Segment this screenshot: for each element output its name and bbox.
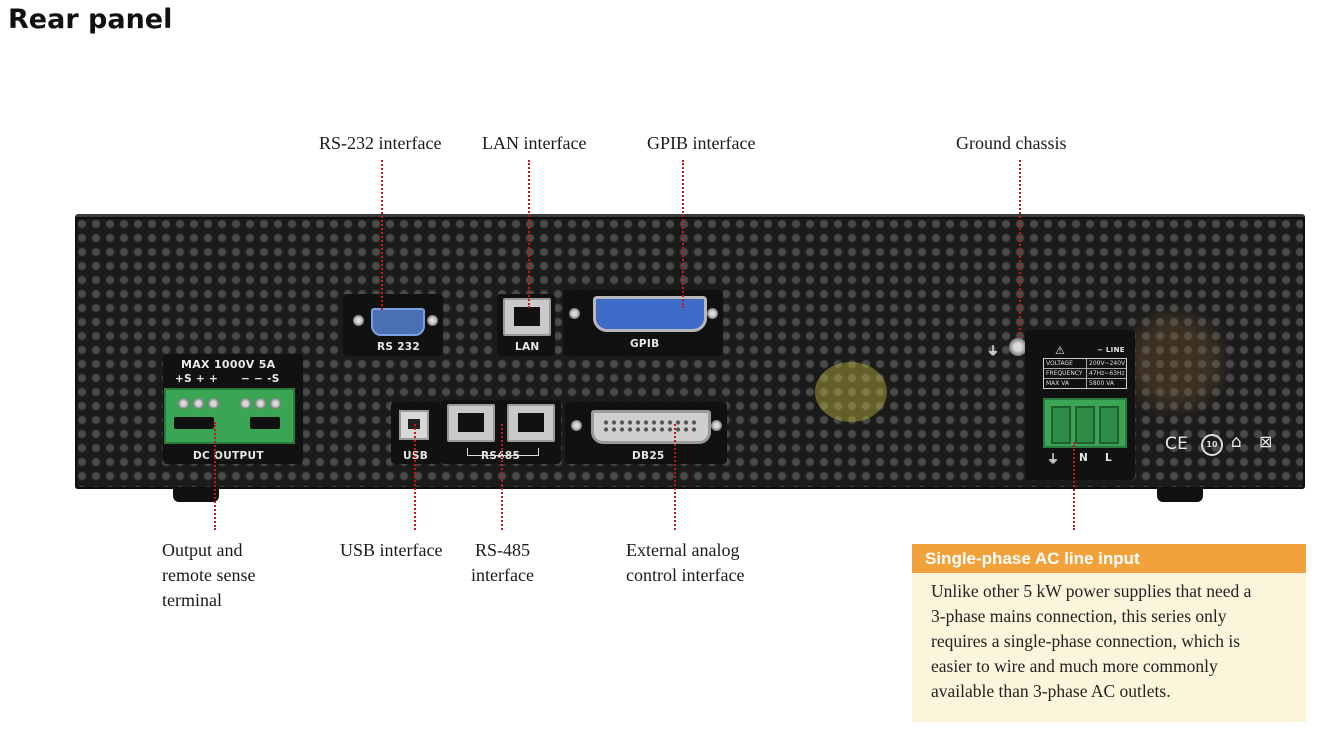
db25-screw-left (571, 420, 582, 431)
db25-port[interactable] (591, 410, 711, 444)
rating-key: FREQUENCY (1044, 369, 1087, 378)
lan-port[interactable] (503, 298, 551, 336)
sense-minus-label: − − -S (241, 373, 280, 385)
info-box-line: requires a single-phase connection, whic… (931, 631, 1241, 651)
page-title: Rear panel (8, 4, 173, 35)
gpib-label: GPIB (630, 338, 660, 350)
callout-rs485-line: interface (471, 565, 534, 585)
earth-symbol: ⏚ (1047, 452, 1060, 466)
rs485-label: RS485 (481, 450, 521, 462)
terminal-screw-5 (255, 398, 266, 409)
weee-bin-icon: ⊠ (1259, 432, 1273, 451)
gpib-screw-right (707, 308, 718, 319)
line-symbol-label: ~ LINE (1097, 346, 1125, 354)
callout-analog: External analog control interface (626, 538, 744, 588)
output-terminal-block[interactable] (164, 388, 295, 444)
leader-lan (528, 160, 530, 308)
callout-analog-line: External analog (626, 540, 740, 560)
rating-value: 47Hz~63Hz (1089, 370, 1125, 377)
internal-capacitor-yellow (815, 362, 887, 422)
terminal-screw-4 (240, 398, 251, 409)
leader-usb (414, 424, 416, 530)
eco-mark: 10 (1201, 434, 1223, 456)
callout-output-line: terminal (162, 590, 222, 610)
terminal-screw-2 (193, 398, 204, 409)
rating-row: FREQUENCY 47Hz~63Hz (1044, 369, 1126, 379)
leader-rs485 (501, 424, 503, 530)
callout-gpib: GPIB interface (647, 133, 756, 153)
rating-table: VOLTAGE 200V~240V FREQUENCY 47Hz~63Hz MA… (1043, 358, 1127, 389)
callout-usb: USB interface (340, 540, 443, 560)
terminal-screw-6 (270, 398, 281, 409)
ac-terminal-slot-2 (1075, 406, 1095, 444)
line-label: L (1105, 452, 1112, 464)
terminal-lever-right[interactable] (250, 417, 280, 429)
rs485-port-1[interactable] (447, 404, 495, 442)
db25-label: DB25 (632, 450, 665, 462)
ac-terminal-slot-3 (1099, 406, 1119, 444)
rating-row: MAX VA 5800 VA (1044, 379, 1126, 388)
leader-output (214, 422, 216, 530)
sense-plus-label: +S + + (175, 373, 219, 385)
info-box-line: available than 3-phase AC outlets. (931, 681, 1171, 701)
rs232-label: RS 232 (377, 341, 421, 353)
indoor-use-icon: ⌂ (1231, 432, 1243, 452)
callout-rs485-line: RS-485 (474, 540, 530, 560)
rating-value: 200V~240V (1089, 360, 1126, 367)
rs232-screw-left (353, 315, 364, 326)
ground-chassis-screw[interactable] (1009, 338, 1027, 356)
info-box-line: easier to wire and much more commonly (931, 656, 1218, 676)
ac-input-info-box: Single-phase AC line input Unlike other … (912, 544, 1306, 722)
dc-output-label: DC OUTPUT (193, 450, 264, 462)
max-rating-label: MAX 1000V 5A (181, 358, 276, 371)
rating-key: VOLTAGE (1044, 359, 1087, 368)
rating-value: 5800 VA (1089, 380, 1115, 387)
neutral-label: N (1079, 452, 1089, 464)
callout-output-line: remote sense (162, 565, 256, 585)
terminal-screw-1 (178, 398, 189, 409)
terminal-lever-left[interactable] (174, 417, 214, 429)
rs485-bracket (467, 448, 539, 456)
rating-row: VOLTAGE 200V~240V (1044, 359, 1126, 369)
lan-label: LAN (515, 341, 540, 353)
gpib-screw-left (569, 308, 580, 319)
callout-rs485: RS-485 interface (471, 538, 534, 588)
rs485-port-2[interactable] (507, 404, 555, 442)
power-supply-rear-panel: MAX 1000V 5A +S + + − − -S DC OUTPUT RS … (75, 212, 1305, 502)
leader-rs232 (381, 160, 383, 310)
info-box-body: Unlike other 5 kW power supplies that ne… (912, 573, 1306, 704)
ac-terminal-slot-1 (1051, 406, 1071, 444)
db25-pins (602, 419, 700, 433)
ce-mark: CE (1165, 434, 1189, 454)
leader-analog (674, 424, 676, 530)
leader-ac-input (1073, 442, 1075, 530)
leader-ground (1019, 160, 1021, 338)
db25-screw-right (711, 420, 722, 431)
rs232-screw-right (427, 315, 438, 326)
ac-terminal-block[interactable] (1043, 398, 1127, 448)
gpib-port[interactable] (593, 296, 707, 332)
info-box-line: Unlike other 5 kW power supplies that ne… (931, 581, 1252, 601)
internal-coil (1115, 302, 1235, 422)
info-box-line: 3-phase mains connection, this series on… (931, 606, 1227, 626)
callout-output: Output and remote sense terminal (162, 538, 255, 613)
callout-rs232: RS-232 interface (319, 133, 442, 153)
terminal-screw-3 (208, 398, 219, 409)
ground-symbol: ⏚ (987, 344, 1000, 358)
info-box-heading: Single-phase AC line input (912, 544, 1306, 573)
rating-key: MAX VA (1044, 379, 1087, 388)
callout-lan: LAN interface (482, 133, 587, 153)
callout-ground: Ground chassis (956, 133, 1067, 153)
rs232-db9-port[interactable] (371, 308, 425, 336)
leader-gpib (682, 160, 684, 308)
warning-icon: ⚠ (1055, 344, 1066, 357)
callout-output-line: Output and (162, 540, 243, 560)
callout-analog-line: control interface (626, 565, 745, 585)
